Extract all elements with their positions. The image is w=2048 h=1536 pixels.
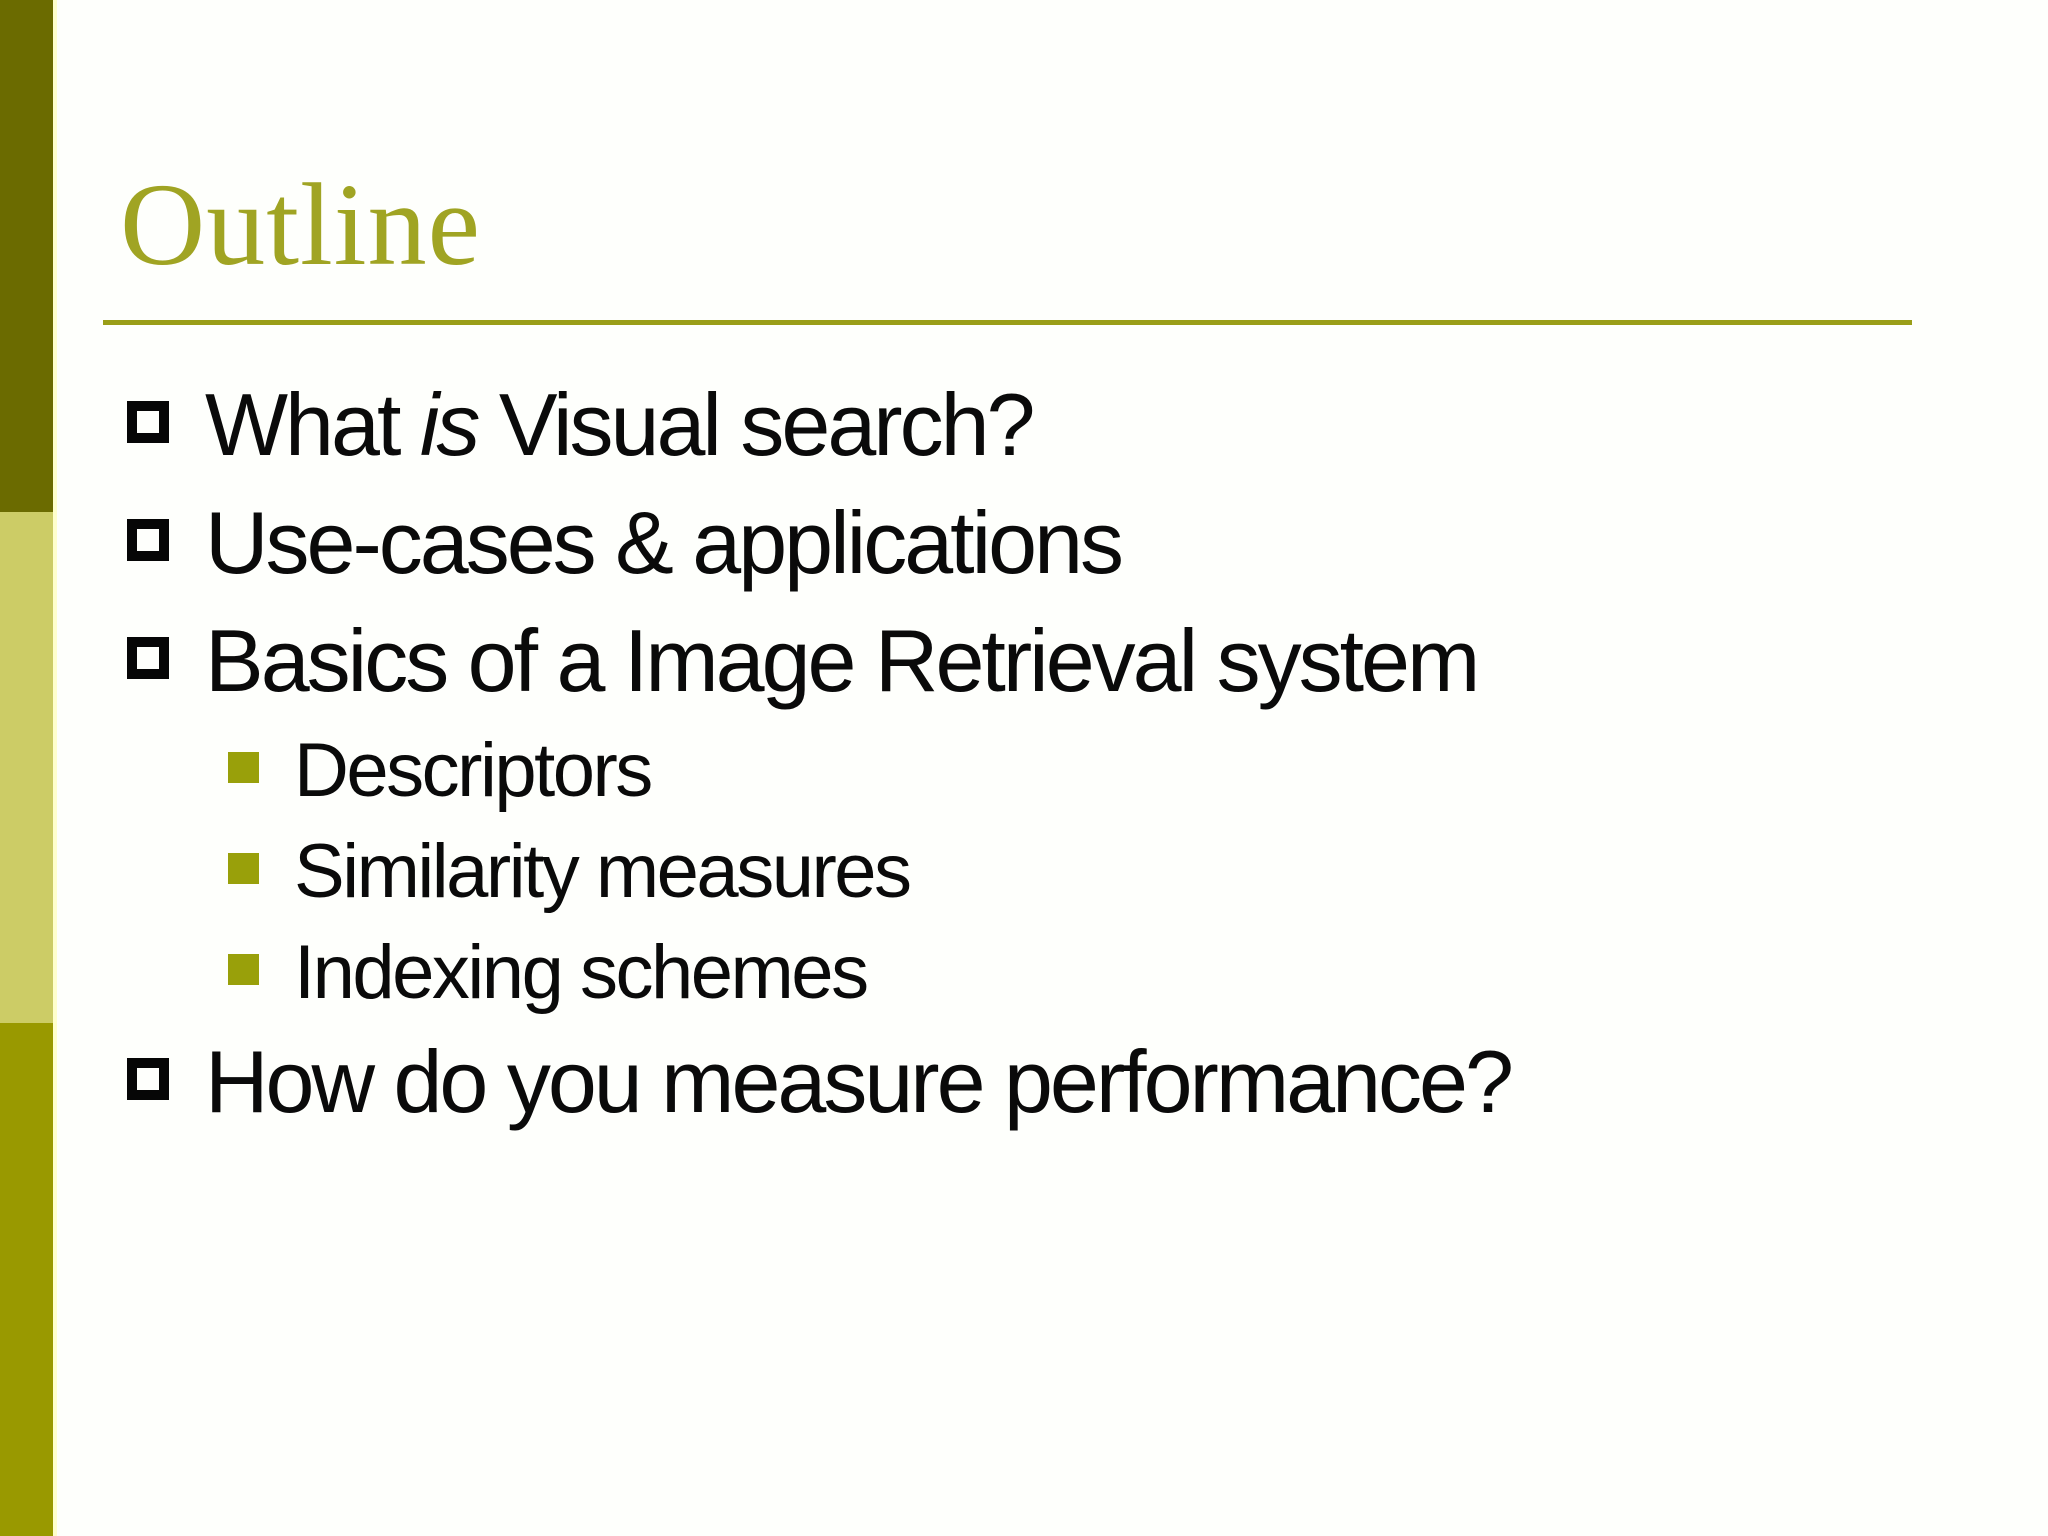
sidebar-edge-line	[53, 0, 57, 1536]
list-item-text: Descriptors	[294, 728, 653, 813]
hollow-square-bullet-icon	[127, 637, 169, 679]
list-item-text-after: Visual search?	[477, 375, 1036, 474]
list-item: Basics of a Image Retrieval system	[103, 602, 2018, 720]
list-item: Descriptors	[103, 720, 2018, 821]
list-item: What is Visual search?	[103, 366, 2018, 484]
list-item: Similarity measures	[103, 821, 2018, 922]
list-item: Indexing schemes	[103, 922, 2018, 1023]
title-divider-rule	[103, 320, 1912, 325]
filled-square-bullet-icon	[228, 853, 259, 884]
filled-square-bullet-icon	[228, 752, 259, 783]
list-item-text: Similarity measures	[294, 829, 912, 914]
list-item-text: Indexing schemes	[294, 930, 869, 1015]
list-item-text: Use-cases & applications	[205, 493, 1124, 592]
sidebar-band-medium	[0, 1023, 53, 1536]
list-item-text: How do you measure performance?	[205, 1032, 1514, 1131]
list-item-text-italic: is	[419, 375, 481, 474]
sidebar-band-dark	[0, 0, 53, 512]
slide-title: Outline	[120, 159, 481, 290]
sidebar-band-light	[0, 512, 53, 1023]
list-item: How do you measure performance?	[103, 1023, 2018, 1141]
list-item-text: What is Visual search?	[205, 374, 1036, 476]
list-item: Use-cases & applications	[103, 484, 2018, 602]
list-item-text: Basics of a Image Retrieval system	[205, 611, 1480, 710]
hollow-square-bullet-icon	[127, 401, 169, 443]
filled-square-bullet-icon	[228, 954, 259, 985]
hollow-square-bullet-icon	[127, 1058, 169, 1100]
hollow-square-bullet-icon	[127, 519, 169, 561]
sidebar-stripe	[0, 0, 53, 1536]
outline-list: What is Visual search? Use-cases & appli…	[103, 366, 2018, 1141]
list-item-text-before: What	[205, 375, 420, 474]
